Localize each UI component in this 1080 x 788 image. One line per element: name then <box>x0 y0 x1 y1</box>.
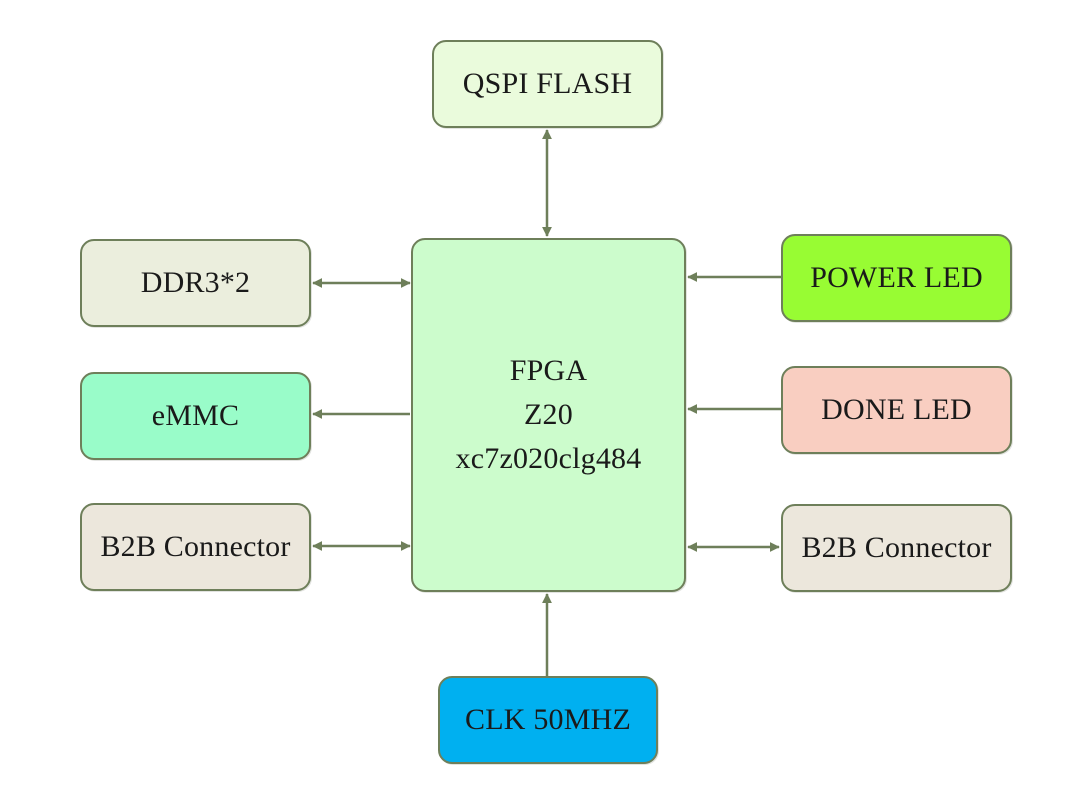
emmc-label: eMMC <box>151 399 240 432</box>
b2b-connector-right-label: B2B Connector <box>801 531 992 564</box>
clk-50mhz-label: CLK 50MHZ <box>465 703 631 736</box>
clk-50mhz-block: CLK 50MHZ <box>438 676 658 764</box>
b2b-connector-left-block: B2B Connector <box>80 503 311 591</box>
ddr3-block: DDR3*2 <box>80 239 311 327</box>
b2b-connector-left-label: B2B Connector <box>100 530 291 563</box>
power-led-block: POWER LED <box>781 234 1012 322</box>
qspi-flash-block: QSPI FLASH <box>432 40 663 128</box>
fpga-label-line2: Z20 <box>524 398 573 431</box>
b2b-connector-right-block: B2B Connector <box>781 504 1012 592</box>
emmc-block: eMMC <box>80 372 311 460</box>
done-led-block: DONE LED <box>781 366 1012 454</box>
ddr3-label: DDR3*2 <box>140 266 251 299</box>
fpga-label-line1: FPGA <box>509 354 588 387</box>
done-led-label: DONE LED <box>821 393 972 426</box>
qspi-flash-label: QSPI FLASH <box>462 67 633 100</box>
fpga-label: FPGA Z20 xc7z020clg484 <box>456 349 642 481</box>
fpga-block: FPGA Z20 xc7z020clg484 <box>411 238 686 592</box>
power-led-label: POWER LED <box>810 261 983 294</box>
fpga-label-line3: xc7z020clg484 <box>455 442 642 475</box>
